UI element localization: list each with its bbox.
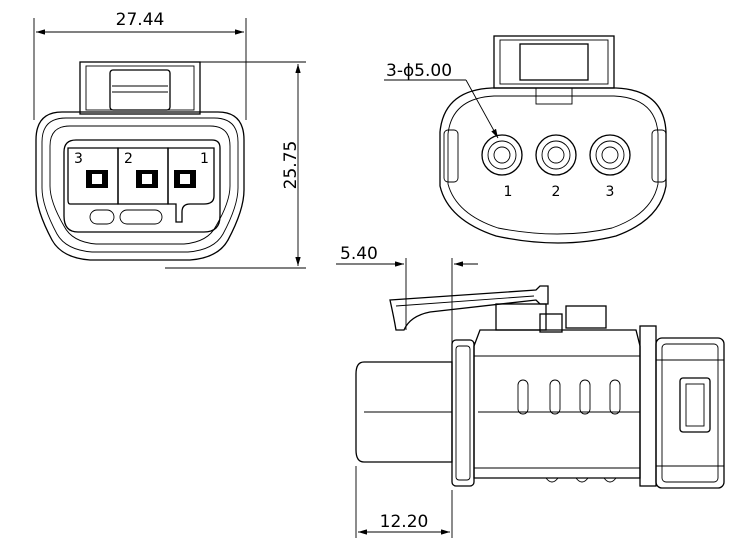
- dimension-latch-offset-label: 5.40: [340, 244, 378, 264]
- side-rear-window: [679, 377, 711, 433]
- front-pin-label-1: 1: [200, 151, 209, 167]
- rear-pin-label-2: 2: [552, 184, 561, 200]
- wire-hole-2: [535, 134, 577, 176]
- terminal-cells: 3 2 1: [67, 147, 215, 225]
- dimension-hole-label: 3-ϕ5.00: [386, 61, 452, 81]
- front-housing: [35, 111, 245, 261]
- dimension-height: 25.75: [165, 61, 306, 269]
- rear-housing: [439, 87, 667, 244]
- key-slot-left: [89, 209, 115, 225]
- wire-hole-3: [589, 134, 631, 176]
- side-slots: [517, 379, 621, 483]
- side-body: [473, 329, 641, 479]
- rear-latch: [493, 35, 615, 105]
- dimension-nose-length-label: 12.20: [380, 512, 429, 532]
- side-collar: [639, 325, 657, 487]
- rear-rib-right: [651, 129, 667, 183]
- side-rear-cap: [655, 337, 725, 489]
- side-latch-arm: [389, 285, 607, 333]
- key-slot-middle: [119, 209, 163, 225]
- dimension-hole: 3-ϕ5.00: [384, 61, 499, 139]
- dimension-nose-length: 12.20: [355, 466, 453, 538]
- front-view: 27.44 25.75: [33, 10, 306, 269]
- dimension-width: 27.44: [33, 10, 247, 120]
- front-pin-label-2: 2: [124, 151, 133, 167]
- rear-view: 1 2 3 3-ϕ5.00: [384, 35, 667, 244]
- dimension-width-label: 27.44: [116, 10, 165, 30]
- dimension-height-label: 25.75: [281, 141, 301, 190]
- dimension-latch-offset: 5.40: [336, 244, 478, 350]
- side-nose: [355, 361, 453, 463]
- wire-hole-1: [481, 134, 523, 176]
- rear-pin-label-1: 1: [504, 184, 513, 200]
- rear-rib-left: [443, 129, 459, 183]
- front-cavity: [63, 139, 221, 233]
- front-pin-label-3: 3: [74, 151, 83, 167]
- rear-pin-label-3: 3: [606, 184, 615, 200]
- wire-holes: 1 2 3: [481, 134, 631, 200]
- side-flange: [451, 339, 475, 487]
- terminal-cell-3: [67, 147, 119, 205]
- terminal-cell-1: [167, 147, 215, 223]
- front-latch: [79, 61, 201, 115]
- side-view: 5.40: [336, 244, 725, 538]
